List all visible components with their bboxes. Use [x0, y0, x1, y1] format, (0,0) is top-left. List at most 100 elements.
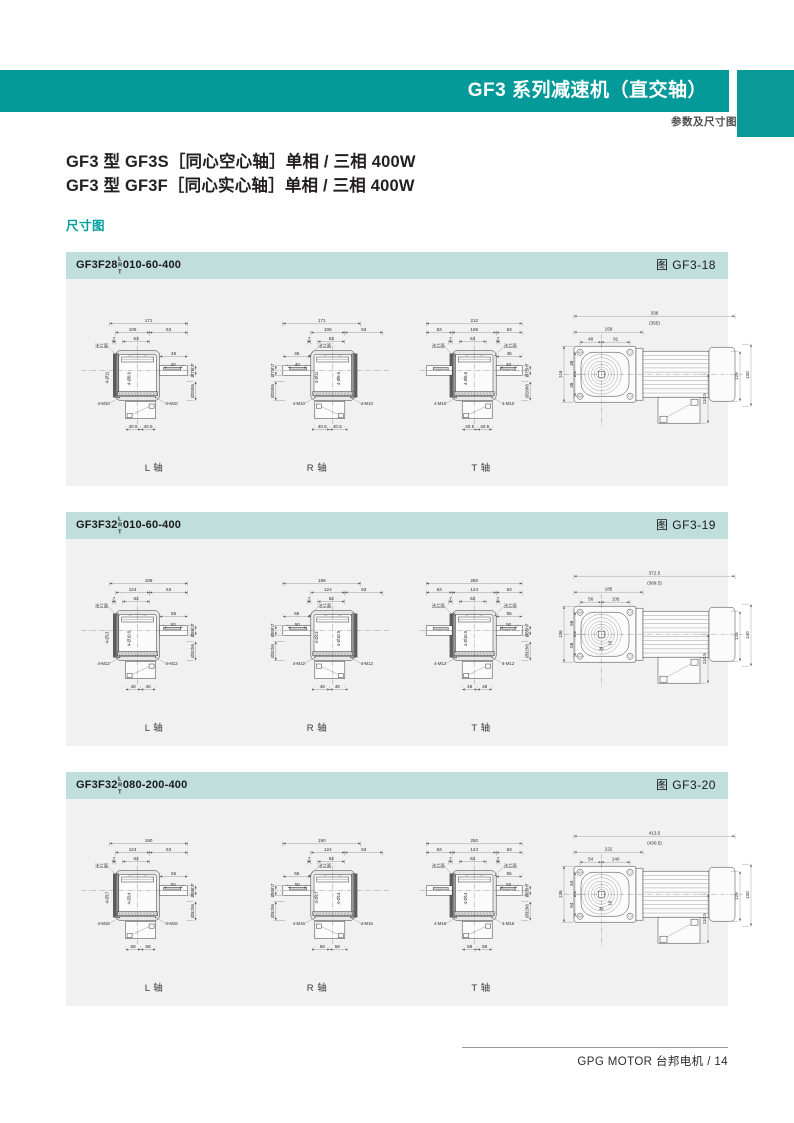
- svg-text:58: 58: [467, 944, 473, 949]
- svg-text:7: 7: [113, 596, 116, 601]
- code-stack-l: L: [118, 776, 122, 783]
- svg-text:法兰面: 法兰面: [95, 603, 109, 610]
- figure-number-3: 图 GF3-20: [655, 778, 716, 792]
- code-stack-t: T: [118, 529, 122, 536]
- svg-text:Ø85h7: Ø85h7: [524, 623, 529, 637]
- svg-text:136: 136: [558, 630, 563, 638]
- svg-text:159: 159: [605, 327, 613, 332]
- footer-rule: [462, 1047, 728, 1048]
- svg-text:法兰面: 法兰面: [95, 863, 109, 870]
- svg-text:4-Ø17: 4-Ø17: [105, 891, 110, 904]
- svg-text:40: 40: [295, 362, 301, 367]
- svg-text:250: 250: [470, 578, 478, 583]
- svg-text:56: 56: [588, 597, 594, 602]
- svg-text:198: 198: [318, 578, 326, 583]
- svg-text:91: 91: [613, 337, 619, 342]
- code-prefix: GF3F28: [76, 259, 118, 271]
- svg-text:53: 53: [134, 336, 140, 341]
- svg-text:56: 56: [569, 620, 574, 626]
- view-caption: T 轴: [471, 723, 491, 734]
- svg-text:Ø32h6: Ø32h6: [524, 904, 529, 918]
- view-caption: T 轴: [471, 463, 491, 474]
- svg-text:4-M12: 4-M12: [502, 661, 515, 666]
- svg-text:124: 124: [129, 587, 137, 592]
- svg-text:4-Ø11: 4-Ø11: [314, 371, 319, 383]
- view-caption: L 轴: [144, 723, 164, 734]
- svg-text:Ø85h7: Ø85h7: [524, 883, 529, 897]
- svg-text:法兰面: 法兰面: [432, 343, 446, 350]
- svg-text:7: 7: [497, 856, 500, 861]
- svg-text:222: 222: [605, 847, 613, 852]
- svg-text:40.5: 40.5: [465, 424, 474, 429]
- svg-text:58: 58: [146, 944, 152, 949]
- svg-text:48: 48: [482, 684, 488, 689]
- footer-page-number: 14: [714, 1056, 728, 1068]
- code-stack: L R T: [118, 517, 122, 536]
- svg-text:7: 7: [497, 596, 500, 601]
- svg-text:4-M16: 4-M16: [98, 921, 111, 926]
- svg-text:171: 171: [145, 318, 153, 323]
- svg-text:4-Ø10.5: 4-Ø10.5: [336, 630, 341, 646]
- figure-number-1: 图 GF3-18: [655, 258, 716, 272]
- svg-text:Ø32h6: Ø32h6: [270, 644, 275, 658]
- svg-text:35: 35: [599, 906, 604, 911]
- svg-text:40.5: 40.5: [480, 424, 489, 429]
- svg-text:171: 171: [318, 318, 326, 323]
- svg-text:63: 63: [166, 587, 172, 592]
- view-caption: L 轴: [144, 463, 164, 474]
- svg-text:50: 50: [171, 622, 177, 627]
- figure-code-1: GF3F28 L R T 010-60-400: [76, 252, 181, 279]
- svg-text:50: 50: [506, 622, 512, 627]
- svg-text:法兰面: 法兰面: [95, 343, 109, 350]
- svg-text:4-Ø8.6: 4-Ø8.6: [463, 371, 468, 385]
- page-title: GF3 系列减速机（直交轴）: [467, 80, 707, 101]
- view-caption: R 轴: [306, 463, 328, 474]
- svg-text:4-Ø13: 4-Ø13: [314, 631, 319, 644]
- svg-text:185: 185: [605, 587, 613, 592]
- svg-text:63: 63: [437, 847, 443, 852]
- svg-text:Ø28h6: Ø28h6: [190, 384, 195, 398]
- svg-text:4-Ø8.6: 4-Ø8.6: [127, 371, 132, 385]
- svg-text:7: 7: [449, 856, 452, 861]
- svg-text:62: 62: [134, 596, 140, 601]
- svg-text:Ø28h6: Ø28h6: [270, 384, 275, 398]
- svg-text:106: 106: [324, 327, 332, 332]
- svg-text:4-M12: 4-M12: [98, 661, 111, 666]
- svg-text:Ø32h6: Ø32h6: [524, 644, 529, 658]
- svg-text:4-M10: 4-M10: [293, 401, 306, 406]
- svg-text:4-M12: 4-M12: [361, 661, 374, 666]
- svg-text:40.5: 40.5: [144, 424, 153, 429]
- product-title-2: GF3 型 GF3F［同心实心轴］单相 / 三相 400W: [66, 177, 415, 195]
- svg-text:50: 50: [171, 882, 177, 887]
- svg-text:4-M16: 4-M16: [361, 921, 374, 926]
- svg-text:法兰面: 法兰面: [432, 863, 446, 870]
- svg-text:法兰面: 法兰面: [318, 343, 332, 350]
- svg-text:58: 58: [131, 944, 137, 949]
- svg-text:55: 55: [294, 871, 300, 876]
- svg-text:4-M12: 4-M12: [293, 661, 306, 666]
- svg-text:53: 53: [329, 336, 335, 341]
- svg-text:(355): (355): [649, 321, 660, 326]
- svg-text:338: 338: [651, 311, 659, 316]
- svg-text:110.5: 110.5: [702, 393, 707, 405]
- svg-text:124: 124: [324, 847, 332, 852]
- svg-text:54: 54: [569, 902, 574, 908]
- svg-text:Ø28h6: Ø28h6: [524, 384, 529, 398]
- svg-text:55: 55: [507, 611, 513, 616]
- svg-text:4-M10: 4-M10: [166, 401, 179, 406]
- header-bar: GF3 系列减速机（直交轴）: [0, 70, 729, 112]
- view-caption: R 轴: [306, 723, 328, 734]
- svg-text:7: 7: [113, 336, 116, 341]
